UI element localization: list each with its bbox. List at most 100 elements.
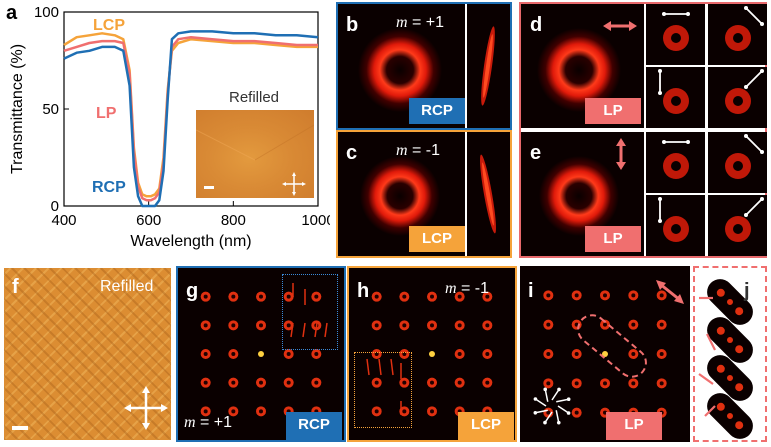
beam-array-h — [371, 291, 493, 417]
arrow-head — [760, 197, 764, 201]
capsule-spot — [716, 288, 725, 297]
rotation-arrow-head — [533, 410, 538, 415]
beam-spot-core — [430, 409, 434, 414]
beam-spot-core — [659, 322, 664, 327]
beam-spot-core — [259, 409, 263, 414]
beam-spot-core — [314, 380, 319, 385]
beam-spot-core — [631, 322, 636, 327]
transmittance-chart: 4006008001000050100Wavelength (nm)Transm… — [9, 4, 330, 250]
beam-spot-core — [457, 380, 462, 385]
panel-c-letter: c — [346, 142, 358, 164]
capsule — [707, 355, 753, 401]
panel-f-refilled-label: Refilled — [100, 278, 154, 295]
beam-spot-core — [374, 294, 379, 299]
lobe-core — [671, 33, 681, 43]
rotation-arrows-icon — [533, 387, 571, 425]
capsule-spot — [716, 364, 725, 373]
beam-spot-core — [374, 380, 379, 385]
analyzer-tile-graphic — [662, 140, 690, 179]
center-spot — [429, 351, 435, 357]
beam-spot-core — [374, 323, 379, 328]
beam-spot-core — [402, 380, 407, 385]
analyzer-tile-graphic — [658, 197, 689, 242]
arrow-head — [744, 6, 748, 10]
legend-rcp: RCP — [92, 179, 126, 196]
analyzer-tile-graphic — [658, 69, 689, 114]
beam-spot-core — [546, 381, 551, 386]
analyzer-tile — [646, 67, 705, 128]
beam-spot-core — [659, 381, 664, 386]
lobe-core — [671, 224, 681, 234]
analyzer-tile-graphic — [662, 12, 690, 51]
beam-spot-core — [231, 323, 236, 328]
beam-spot-core — [659, 352, 664, 356]
rotation-arrow — [557, 405, 569, 414]
analyzer-arrow-icon — [745, 198, 763, 216]
panel-h-lcp-badge: LCP — [458, 412, 514, 440]
arrow-head — [662, 140, 666, 144]
y-tick-label: 0 — [51, 198, 59, 215]
vortex-beam-c — [360, 156, 440, 236]
panel-f-image — [4, 268, 171, 440]
arrow-head — [686, 140, 690, 144]
beam-spot-core — [286, 380, 291, 385]
analyzer-arrow-icon — [745, 7, 763, 25]
legend-lcp: LCP — [93, 17, 125, 34]
analyzer-arrow-icon — [745, 135, 763, 153]
beam-spot-core — [546, 322, 551, 327]
beam-spot-core — [259, 294, 263, 299]
center-spot — [258, 351, 264, 357]
panel-e-letter: e — [530, 142, 542, 164]
rotation-arrow-head — [557, 387, 561, 392]
beam-spot-core — [259, 380, 263, 385]
panel-i-lp-badge: LP — [606, 412, 662, 440]
lobe-core — [733, 33, 743, 43]
vortex-beam-b — [358, 28, 442, 112]
legend-lp: LP — [96, 105, 117, 122]
arrow-head — [686, 12, 690, 16]
panel-i-letter: i — [528, 280, 534, 302]
panel-h-inset — [354, 352, 412, 428]
panel-i-overlay — [533, 280, 684, 425]
beam-spot-core — [485, 352, 490, 356]
rotation-arrow — [544, 411, 553, 423]
analyzer-tile-graphic — [725, 6, 764, 51]
beam-spot-core — [546, 352, 551, 356]
lobe-core — [733, 96, 743, 106]
capsule-spot — [727, 413, 733, 419]
capsule — [707, 317, 753, 363]
analyzer-tile — [646, 4, 705, 65]
rotation-arrow — [535, 409, 548, 414]
arrow-head — [658, 197, 662, 201]
beam-spot-core — [402, 352, 407, 356]
x-axis-label: Wavelength (nm) — [130, 233, 251, 250]
series-line-rcp — [63, 30, 319, 208]
arrow-head — [658, 69, 662, 73]
beam-spot-core — [430, 294, 434, 299]
beam-spot-core — [603, 322, 607, 327]
capsule-spot — [716, 326, 725, 335]
capsule-spot — [735, 383, 744, 392]
beam-spot-core — [485, 323, 490, 328]
inset-refilled-label: Refilled — [229, 89, 280, 106]
lobe-core — [733, 161, 743, 171]
rotation-arrow-head — [566, 397, 571, 402]
panel-f-letter: f — [12, 276, 19, 298]
panel-e-lp-badge: LP — [585, 226, 641, 252]
rotation-arrow-head — [543, 387, 548, 392]
arrow-head — [744, 213, 748, 217]
beam-spot-core — [603, 381, 607, 386]
beam-spot-core — [286, 352, 291, 356]
beam-spot-core — [574, 293, 579, 298]
arrow-head — [658, 219, 662, 223]
analyzer-tile-graphic — [725, 69, 764, 114]
capsule-spot — [735, 421, 744, 430]
capsule-spot — [727, 299, 733, 305]
panel-c-lcp-badge: LCP — [409, 226, 465, 252]
panel-b-letter: b — [346, 14, 359, 36]
arrow-head — [658, 91, 662, 95]
beam-spot-core — [231, 409, 236, 414]
arrow-head — [760, 150, 764, 154]
panel-d-letter: d — [530, 14, 543, 36]
